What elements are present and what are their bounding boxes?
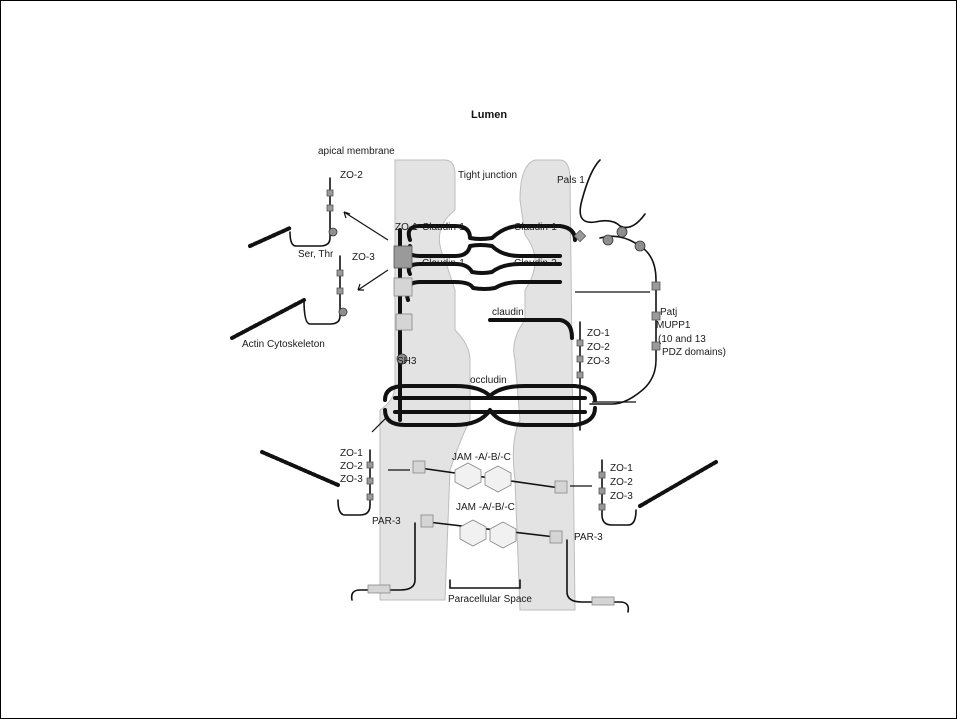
label-zo1-left: ZO-1 (395, 222, 418, 233)
zo2-zo3-actin-left (230, 177, 348, 340)
paracellular-bracket (449, 579, 521, 589)
pals1-patj-chain (573, 159, 661, 405)
label-occludin: occludin (470, 375, 507, 386)
arrows (343, 211, 650, 487)
label-paracellular-space: Paracellular Space (448, 594, 532, 605)
label-sh3: SH3 (397, 356, 417, 367)
jam-strands (412, 460, 568, 549)
label-mupp1: MUPP1 (656, 320, 691, 331)
label-zo3-mid: ZO-3 (587, 356, 610, 367)
label-par3-right: PAR-3 (574, 532, 603, 543)
label-patj: Patj (660, 307, 677, 318)
label-zo1-lower-left: ZO-1 (340, 448, 363, 459)
label-zo3-lower-left: ZO-3 (340, 474, 363, 485)
label-apical-membrane: apical membrane (318, 146, 395, 157)
zo-scaffold-right-mid (576, 321, 584, 431)
label-claudin1-left2: Claudin-1 (422, 258, 465, 269)
label-pdz-line1: (10 and 13 (658, 334, 706, 345)
label-zo3-lower-right: ZO-3 (610, 491, 633, 502)
label-zo2-mid: ZO-2 (587, 342, 610, 353)
label-pals1: Pals 1 (557, 175, 585, 186)
label-claudin1-left: Claudin-1 (422, 222, 465, 233)
left-cell-membrane (379, 159, 471, 601)
zo-actin-lower-right (598, 459, 718, 526)
label-par3-left: PAR-3 (372, 516, 401, 527)
label-claudin: claudin (492, 307, 524, 318)
label-tight-junction: Tight junction (458, 170, 517, 181)
label-ser-thr: Ser, Thr (298, 249, 334, 260)
label-zo2-lower-right: ZO-2 (610, 477, 633, 488)
label-zo1-lower-right: ZO-1 (610, 463, 633, 474)
label-pdz-line2: PDZ domains) (662, 347, 726, 358)
zo-actin-lower-left (260, 449, 374, 516)
label-zo2-top: ZO-2 (340, 170, 363, 181)
par3-chains (350, 522, 630, 613)
label-claudin1-right: Claudin-1 (514, 222, 557, 233)
claudin-strands (404, 224, 577, 340)
diagram-title: Lumen (471, 109, 507, 121)
label-zo3-left: ZO-3 (352, 252, 375, 263)
occludin-strands (383, 384, 597, 427)
label-actin-cytoskeleton: Actin Cytoskeleton (242, 339, 325, 350)
zo-scaffold-left (393, 228, 413, 422)
label-jam-upper: JAM -A/-B/-C (452, 452, 511, 463)
label-jam-lower: JAM -A/-B/-C (456, 502, 515, 513)
label-zo2-lower-left: ZO-2 (340, 461, 363, 472)
label-claudin3-right: Claudin-3 (514, 258, 557, 269)
label-zo1-mid: ZO-1 (587, 328, 610, 339)
